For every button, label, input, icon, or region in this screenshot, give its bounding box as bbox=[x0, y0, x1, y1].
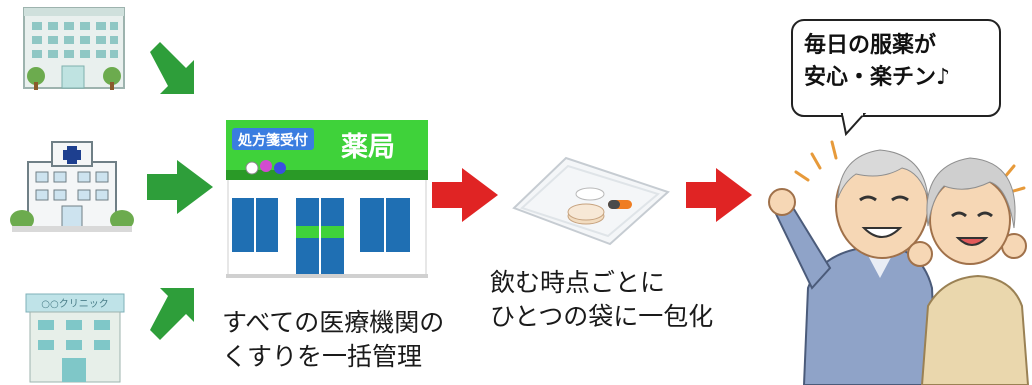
red-arrow-right-1 bbox=[432, 168, 498, 222]
hospital-cross-icon bbox=[10, 141, 134, 232]
elderly-couple-icon bbox=[768, 140, 1030, 385]
clinic-building-icon: ○○クリニック bbox=[25, 293, 125, 383]
medicine-caption-line1: 飲む時点ごとに bbox=[490, 268, 666, 297]
hospital-building-icon bbox=[23, 7, 125, 90]
medicine-caption: 飲む時点ごとに ひとつの袋に一包化 bbox=[490, 266, 713, 334]
speech-bubble bbox=[791, 19, 1001, 136]
red-arrow-right-2 bbox=[686, 168, 752, 222]
green-arrow-down-right bbox=[150, 42, 194, 94]
green-arrow-right bbox=[147, 160, 213, 214]
medicine-packet-icon bbox=[512, 156, 670, 246]
pharmacy-caption: すべての医療機関の くすりを一括管理 bbox=[222, 306, 444, 374]
speech-line2: 安心・楽チン♪ bbox=[804, 65, 951, 90]
pharmacy-caption-line2: くすりを一括管理 bbox=[222, 342, 423, 371]
pharmacy-sign-small: 処方箋受付 bbox=[237, 132, 308, 149]
pharmacy-sign-large: 薬局 bbox=[341, 132, 395, 163]
pharmacy-store-icon: 処方箋受付 薬局 bbox=[226, 120, 428, 278]
speech-line1: 毎日の服薬が bbox=[804, 33, 937, 58]
speech-text: 毎日の服薬が 安心・楽チン♪ bbox=[804, 30, 950, 94]
medicine-caption-line2: ひとつの袋に一包化 bbox=[490, 302, 714, 331]
green-arrow-up-right bbox=[150, 288, 194, 340]
pharmacy-caption-line1: すべての医療機関の bbox=[222, 308, 445, 337]
clinic-sign: ○○クリニック bbox=[41, 298, 108, 310]
